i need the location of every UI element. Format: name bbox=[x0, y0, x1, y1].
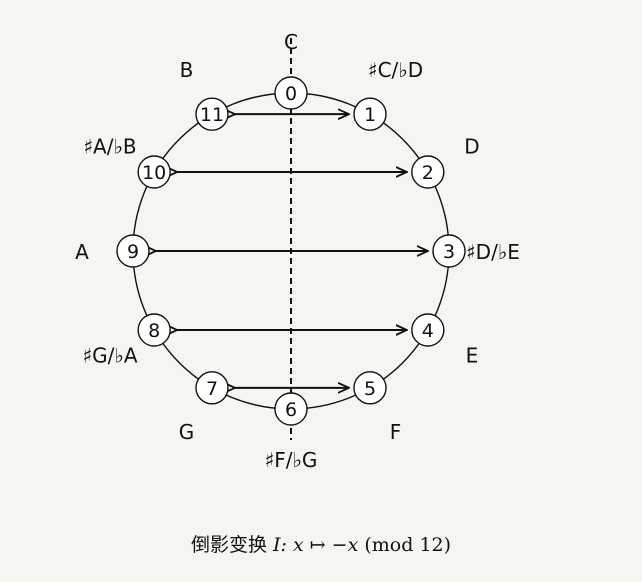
pitch-node-11: 11 bbox=[195, 97, 229, 131]
pitch-node-circle bbox=[353, 97, 387, 131]
note-label-0: C bbox=[284, 30, 298, 54]
note-label-3: ♯D/♭E bbox=[466, 240, 520, 264]
note-label-2: D bbox=[464, 135, 479, 159]
pitch-node-number: 4 bbox=[422, 320, 434, 342]
labels-layer: C ♯C/♭D D ♯D/♭E E F ♯F/♭G G ♯G/♭A A ♯A/♭B B bbox=[75, 30, 520, 472]
pitch-node-circle bbox=[353, 371, 387, 405]
note-label-8: ♯G/♭A bbox=[82, 344, 137, 368]
pitch-node-number: 11 bbox=[200, 104, 224, 126]
note-label-9: A bbox=[75, 240, 89, 264]
pitch-node-5: 5 bbox=[353, 371, 387, 405]
pitch-node-number: 3 bbox=[443, 241, 455, 263]
arrows-layer bbox=[155, 114, 427, 388]
caption-modulus: (mod 12) bbox=[364, 534, 452, 556]
caption: 倒影变换 I: x ↦ −x (mod 12) bbox=[0, 530, 642, 557]
pitch-node-circle bbox=[195, 97, 229, 131]
pitch-node-number: 2 bbox=[422, 162, 434, 184]
pitch-node-circle bbox=[195, 371, 229, 405]
caption-symbol: I bbox=[273, 534, 281, 556]
pitch-node-6: 6 bbox=[274, 392, 308, 426]
pitch-node-circle bbox=[432, 234, 466, 268]
pitch-node-circle bbox=[137, 155, 171, 189]
pitch-node-number: 8 bbox=[148, 320, 160, 342]
pitch-node-number: 10 bbox=[142, 162, 166, 184]
note-label-4: E bbox=[466, 344, 479, 368]
pitch-node-circle bbox=[411, 155, 445, 189]
pitch-node-8: 8 bbox=[137, 313, 171, 347]
pitch-node-circle bbox=[137, 313, 171, 347]
pitch-node-circle bbox=[116, 234, 150, 268]
pitch-node-circle bbox=[274, 76, 308, 110]
pitch-node-2: 2 bbox=[411, 155, 445, 189]
pitch-node-4: 4 bbox=[411, 313, 445, 347]
pitch-node-number: 7 bbox=[206, 378, 218, 400]
pitch-node-7: 7 bbox=[195, 371, 229, 405]
pitch-node-number: 5 bbox=[364, 378, 376, 400]
pitch-node-circle bbox=[411, 313, 445, 347]
pitch-node-number: 6 bbox=[285, 399, 297, 421]
note-label-1: ♯C/♭D bbox=[368, 58, 423, 82]
note-label-5: F bbox=[390, 420, 402, 444]
pitch-node-circle bbox=[274, 392, 308, 426]
note-label-10: ♯A/♭B bbox=[83, 135, 136, 159]
pitch-node-10: 10 bbox=[137, 155, 171, 189]
pitch-node-0: 0 bbox=[274, 76, 308, 110]
caption-prefix: 倒影变换 bbox=[190, 534, 267, 556]
note-label-11: B bbox=[180, 58, 194, 82]
nodes-layer: 0 1 2 3 4 5 6 7 8 9 10 11 bbox=[116, 76, 466, 426]
pitch-class-circle: 0 1 2 3 4 5 6 7 8 9 10 11 C ♯C/♭D D ♯D/♭E E F ♯F/♭G G ♯G/♭A… bbox=[75, 30, 520, 472]
note-label-7: G bbox=[179, 420, 195, 444]
pitch-node-9: 9 bbox=[116, 234, 150, 268]
pitch-node-1: 1 bbox=[353, 97, 387, 131]
pitch-node-number: 1 bbox=[364, 104, 376, 126]
pitch-node-number: 9 bbox=[127, 241, 139, 263]
note-label-6: ♯F/♭G bbox=[265, 448, 318, 472]
pitch-node-number: 0 bbox=[285, 83, 297, 105]
pitch-node-3: 3 bbox=[432, 234, 466, 268]
caption-mapping: : x ↦ −x bbox=[280, 534, 359, 556]
